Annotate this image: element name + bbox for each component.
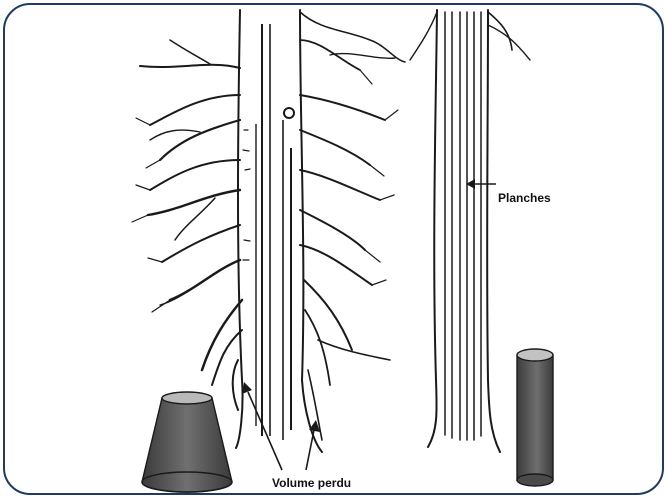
cylinder-shape	[517, 349, 553, 486]
label-volume-perdu: Volume perdu	[272, 476, 351, 490]
frame-border	[4, 4, 663, 494]
label-planches: Planches	[498, 191, 551, 205]
